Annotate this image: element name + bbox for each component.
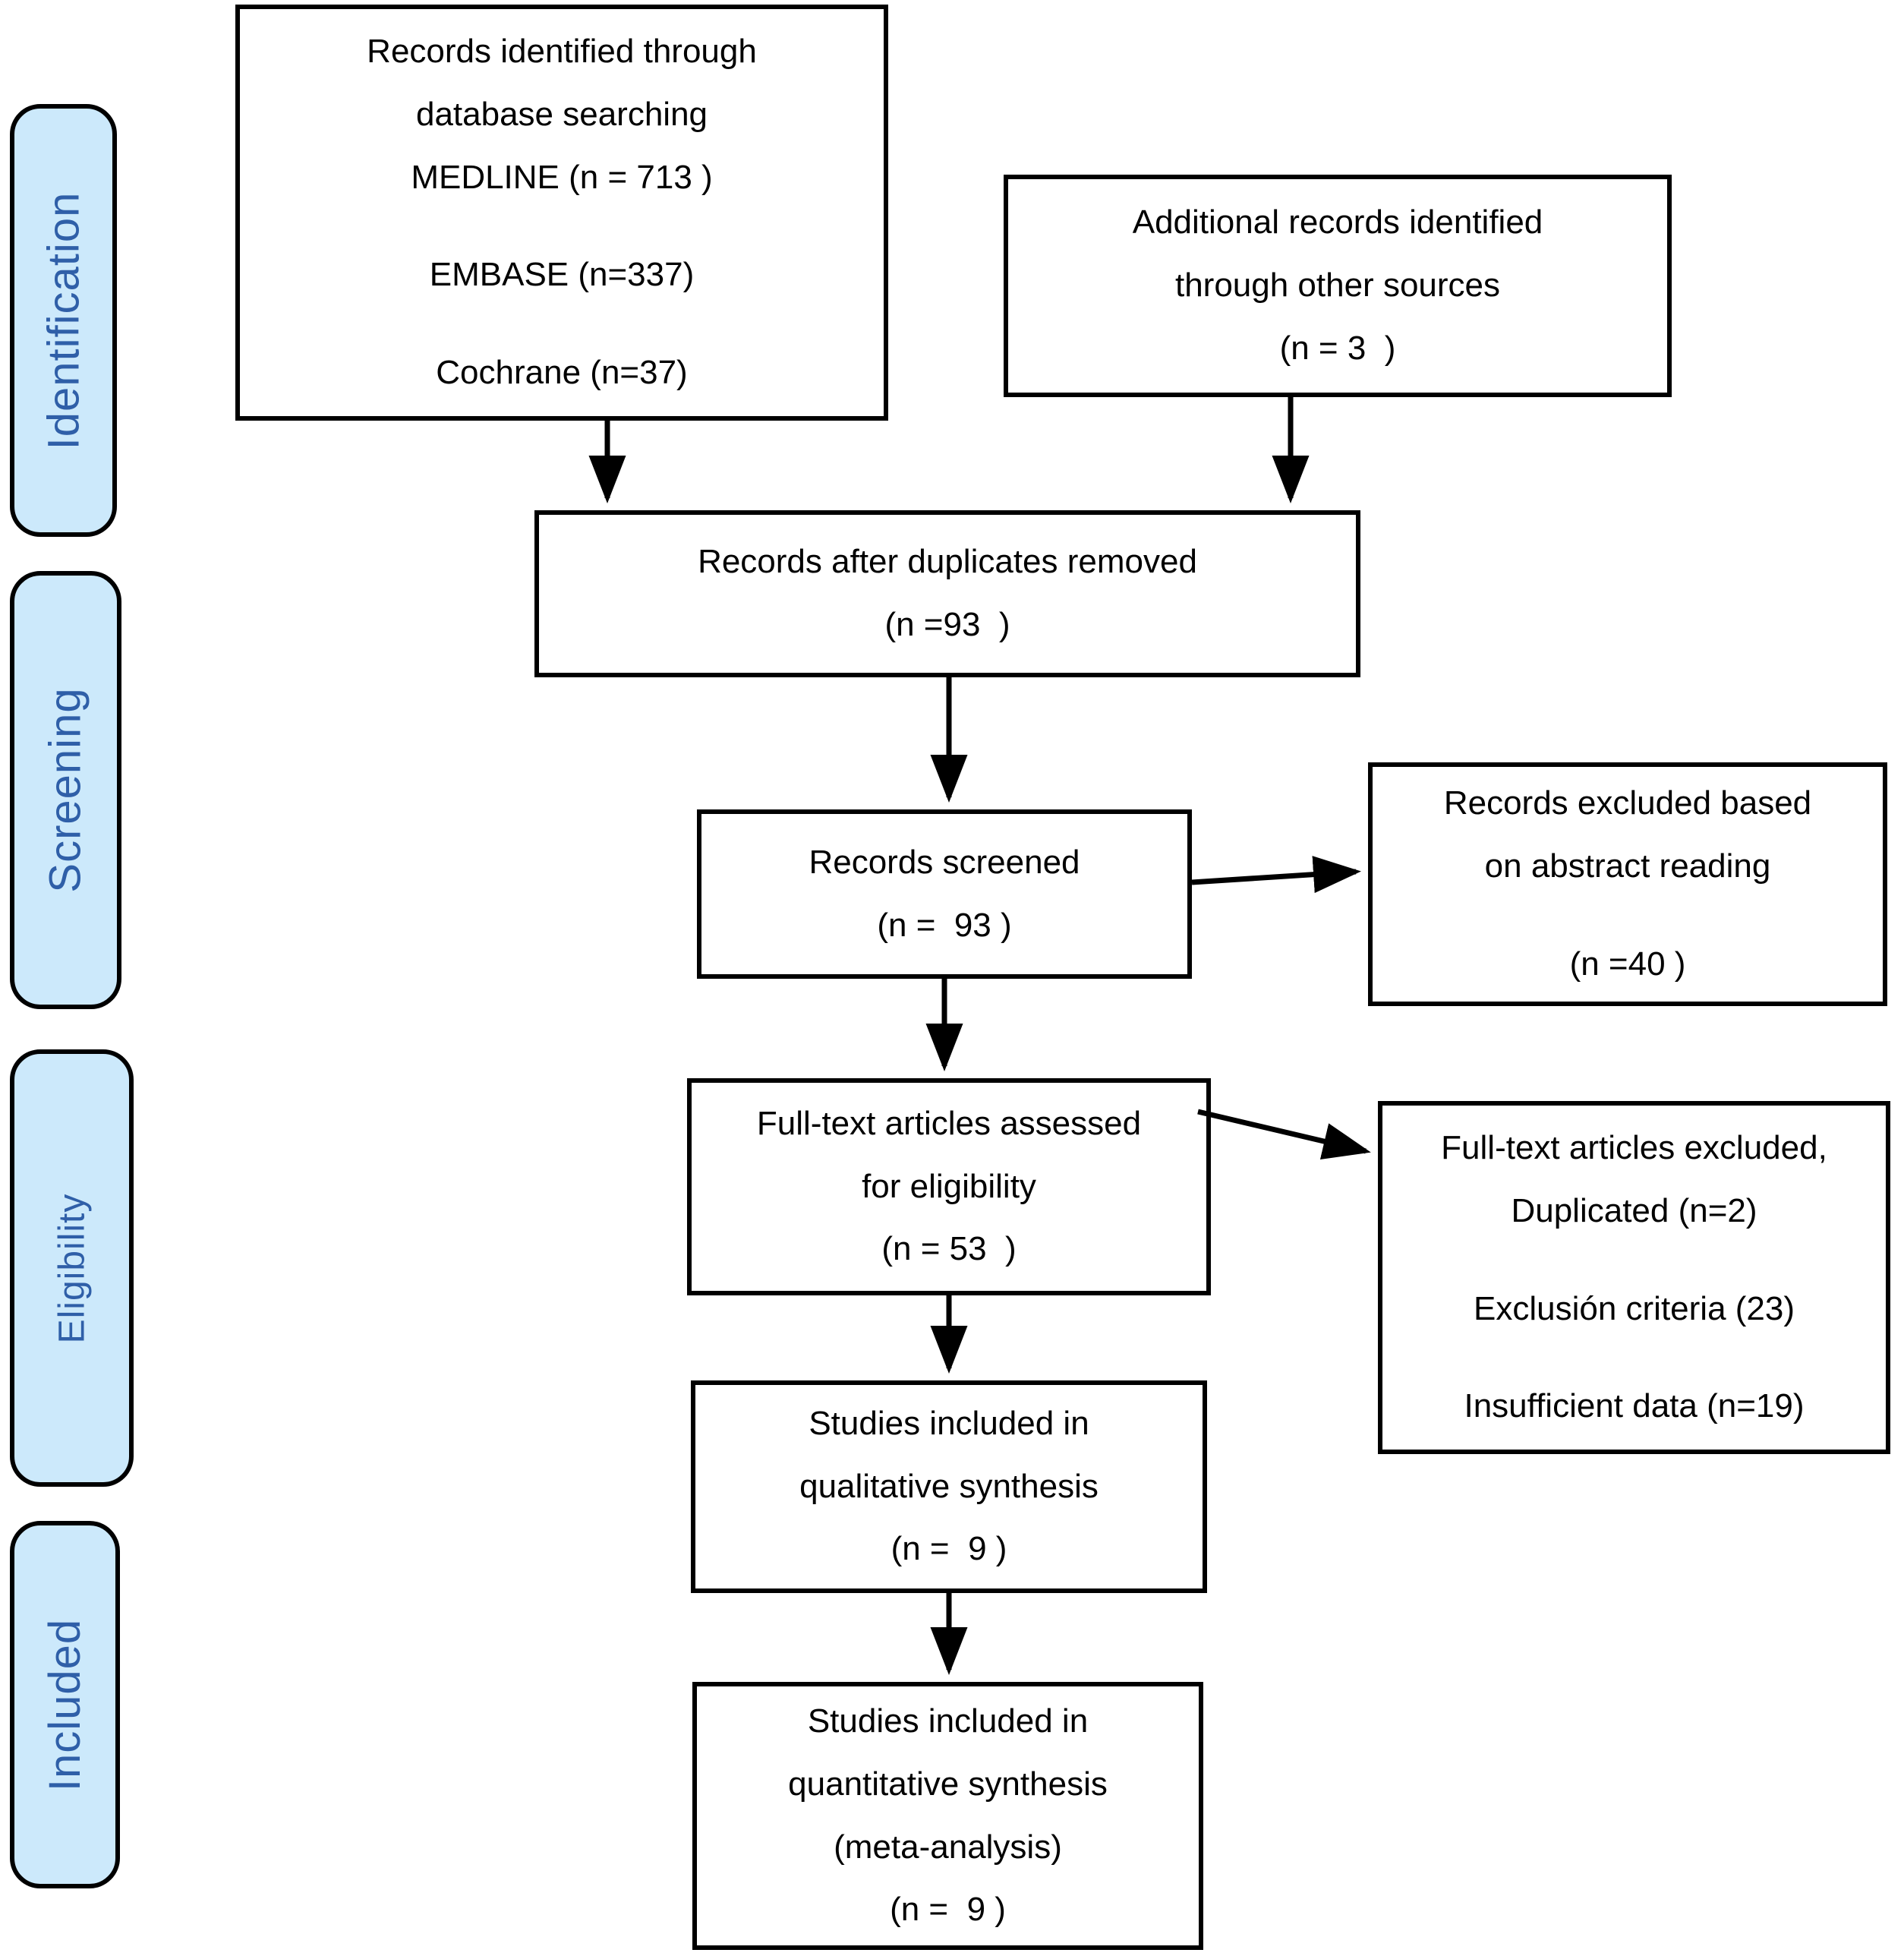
stage-label-included-text: Included: [40, 1618, 90, 1791]
stage-label-screening-text: Screening: [41, 687, 91, 893]
box-quantitative-synthesis: Studies included in quantitative synthes…: [692, 1682, 1203, 1950]
box-fulltext-assessed-line: for eligibility: [862, 1167, 1036, 1205]
box-qualitative-synthesis: Studies included in qualitative synthesi…: [691, 1380, 1207, 1593]
box-additional-records-line: Additional records identified: [1132, 203, 1543, 241]
box-records-screened: Records screened (n = 93 ): [697, 809, 1192, 979]
box-additional-records-line: (n = 3 ): [1279, 329, 1396, 367]
box-duplicates-removed-line: (n =93 ): [884, 606, 1010, 643]
box-records-identified-line: MEDLINE (n = 713 ): [411, 158, 713, 196]
box-quantitative-synthesis-line: (n = 9 ): [890, 1891, 1006, 1929]
box-fulltext-assessed-line: (n = 53 ): [881, 1230, 1017, 1268]
box-fulltext-excluded-line: Duplicated (n=2): [1511, 1191, 1757, 1229]
box-additional-records-line: through other sources: [1174, 267, 1501, 304]
stage-label-identification: Identification: [10, 104, 117, 537]
box-fulltext-excluded-line: Insufficient data (n=19): [1464, 1387, 1805, 1425]
stage-label-included: Included: [10, 1521, 120, 1888]
box-records-identified-line: Cochrane (n=37): [436, 354, 688, 392]
box-fulltext-assessed: Full-text articles assessed for eligibil…: [687, 1078, 1211, 1295]
stage-label-screening: Screening: [10, 571, 121, 1009]
box-duplicates-removed: Records after duplicates removed (n =93 …: [534, 510, 1360, 677]
box-records-excluded-abstract-line: (n =40 ): [1569, 945, 1686, 983]
box-additional-records: Additional records identified through ot…: [1004, 175, 1672, 397]
box-fulltext-assessed-line: Full-text articles assessed: [756, 1104, 1142, 1142]
box-records-identified-line: database searching: [415, 95, 708, 133]
box-quantitative-synthesis-line: quantitative synthesis: [788, 1765, 1108, 1803]
stage-label-identification-text: Identification: [39, 191, 88, 450]
box-qualitative-synthesis-line: (n = 9 ): [891, 1530, 1007, 1568]
box-duplicates-removed-line: Records after duplicates removed: [698, 543, 1197, 581]
box-records-screened-line: (n = 93 ): [877, 906, 1012, 944]
box-records-identified-line: Records identified through: [367, 33, 757, 71]
box-records-excluded-abstract-line: on abstract reading: [1484, 847, 1771, 885]
box-records-excluded-abstract-line: Records excluded based: [1443, 784, 1812, 822]
box-quantitative-synthesis-line: (meta-analysis): [834, 1828, 1062, 1866]
box-fulltext-excluded: Full-text articles excluded, Duplicated …: [1378, 1101, 1890, 1454]
stage-label-eligibility: Eligibility: [10, 1049, 134, 1487]
box-records-identified-line: EMBASE (n=337): [429, 256, 695, 294]
box-records-identified: Records identified through database sear…: [235, 5, 888, 421]
box-records-screened-line: Records screened: [809, 843, 1080, 881]
box-qualitative-synthesis-line: qualitative synthesis: [799, 1467, 1099, 1505]
box-fulltext-excluded-line: Exclusión criteria (23): [1473, 1289, 1795, 1327]
box-quantitative-synthesis-line: Studies included in: [807, 1702, 1089, 1740]
box-fulltext-excluded-line: Full-text articles excluded,: [1441, 1129, 1827, 1167]
arrow-screened-to-excluded: [1191, 856, 1361, 894]
box-records-excluded-abstract: Records excluded based on abstract readi…: [1368, 762, 1887, 1006]
stage-label-eligibility-text: Eligibility: [52, 1193, 93, 1343]
box-qualitative-synthesis-line: Studies included in: [809, 1404, 1089, 1442]
arrow-fulltext-to-excluded: [1197, 1109, 1371, 1160]
